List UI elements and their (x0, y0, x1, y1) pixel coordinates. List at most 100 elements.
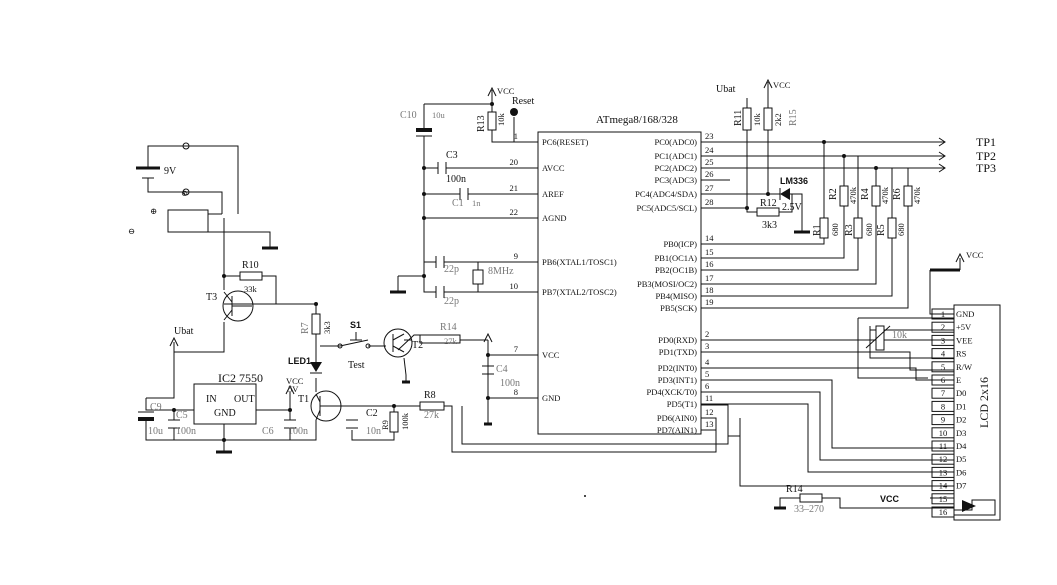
tp1-label: TP1 (976, 135, 996, 149)
r5-value: 680 (896, 223, 906, 236)
five-v-label: 5V (288, 384, 299, 394)
r9-resistor (389, 411, 399, 433)
mcu-pin-number: 22 (510, 207, 519, 217)
lcd-pin-name: GND (956, 309, 974, 319)
xtal-cap2-value: 22p (444, 296, 459, 307)
mcu-pin-number: 7 (514, 344, 518, 354)
plus-symbol: ⊕ (150, 206, 157, 216)
r4-ref: R4 (860, 188, 871, 200)
lcd-pin-box (931, 361, 955, 373)
c1-value: 1n (472, 198, 481, 208)
mcu-pin-name: GND (542, 393, 560, 403)
r4-resistor (871, 185, 881, 207)
mcu-chip: ATmega8/168/328 1PC6(RESET)20AVCC21AREF2… (510, 114, 716, 435)
mcu-pin-name: AGND (542, 213, 567, 223)
lcd-pin-box (931, 453, 955, 465)
lcd-pin-name: D0 (956, 388, 966, 398)
lcd-pin-box (931, 400, 955, 412)
r4-value: 470k (880, 186, 890, 204)
r15-value: 2k2 (773, 113, 783, 126)
lcd-pin-name: R/W (956, 362, 972, 372)
mcu-pin-name: PB4(MISO) (655, 291, 697, 301)
lcd-pin-number: 8 (941, 401, 945, 411)
lcd-pin-number: 16 (939, 507, 948, 517)
r10-value: 33k (244, 284, 258, 294)
mcu-pin-name: AREF (542, 189, 564, 199)
mcu-pin-name: PB7(XTAL2/TOSC2) (542, 287, 617, 297)
r6-resistor (903, 185, 913, 207)
lcd-pin-name: D7 (956, 481, 966, 491)
mcu-pin-number: 18 (705, 285, 714, 295)
r14b-ref: R14 (786, 484, 803, 495)
r2-resistor (839, 185, 849, 207)
ic2-gnd: GND (214, 408, 236, 419)
r11-value: 10k (752, 113, 762, 127)
c5-ref: C5 (176, 410, 188, 421)
lcd-pin-number: 9 (941, 415, 945, 425)
r3-resistor (853, 217, 863, 239)
r14a-value: 27k (444, 336, 458, 346)
c4-value: 100n (500, 378, 520, 389)
led1-diode (310, 362, 322, 372)
reset-pad (510, 108, 518, 116)
r9-value: 100k (400, 412, 410, 430)
mcu-pin-number: 12 (705, 407, 714, 417)
c10-value: 10u (432, 110, 446, 120)
c10-ref: C10 (400, 110, 417, 121)
mcu-pin-name: PC2(ADC2) (654, 163, 697, 173)
lcd-pin-box (931, 348, 955, 360)
c3-value: 100n (446, 174, 466, 185)
mcu-pin-number: 24 (705, 145, 714, 155)
r14a-resistor (419, 334, 461, 344)
r7-ref: R7 (300, 322, 311, 334)
r12-value: 3k3 (762, 220, 777, 231)
r15-resistor (763, 107, 773, 131)
lcd-pin-name: D5 (956, 454, 966, 464)
c10-capacitor (416, 128, 432, 132)
r13-value: 10k (496, 113, 506, 127)
mcu-pin-name: VCC (542, 350, 560, 360)
r10-ref: R10 (242, 260, 259, 271)
r5-ref: R5 (876, 224, 887, 236)
mcu-pin-name: PB5(SCK) (660, 303, 697, 313)
mcu-left-pins: 1PC6(RESET)20AVCC21AREF22AGND9PB6(XTAL1/… (510, 131, 617, 403)
r1-value: 680 (830, 223, 840, 236)
mcu-pin-number: 28 (705, 197, 714, 207)
lm336-ref: LM336 (780, 176, 808, 186)
r9-ref: R9 (380, 420, 390, 430)
ic2-out: OUT (234, 394, 255, 405)
mcu-pin-number: 15 (705, 247, 714, 257)
c2-value: 10n (366, 426, 381, 437)
mcu-pin-name: PD6(AIN0) (657, 413, 697, 423)
t1-ref: T1 (298, 394, 309, 405)
r3-ref: R3 (844, 224, 855, 236)
mcu-pin-name: PB0(ICP) (663, 239, 697, 249)
mcu-pin-name: AVCC (542, 163, 565, 173)
tp2-label: TP2 (976, 149, 996, 163)
mcu-pin-number: 20 (510, 157, 519, 167)
lcd-pin-number: 4 (941, 349, 946, 359)
tp3-label: TP3 (976, 161, 996, 175)
potentiometer-10k (875, 325, 885, 351)
lcd-pin-name: D1 (956, 401, 966, 411)
r3-value: 680 (864, 223, 874, 236)
mcu-pin-number: 16 (705, 259, 714, 269)
pot-value: 10k (892, 330, 907, 341)
r14a-ref: R14 (440, 322, 457, 333)
mcu-pin-name: PC1(ADC1) (654, 151, 697, 161)
c6-ref: C6 (262, 426, 274, 437)
lcd-pin-box (931, 321, 955, 333)
ic2-regulator (193, 383, 257, 425)
mcu-pin-name: PC5(ADC5/SCL) (637, 203, 698, 213)
r7-resistor (311, 313, 321, 335)
lcd-pin-number: 10 (939, 428, 948, 438)
mcu-pin-name: PD3(INT1) (658, 375, 697, 385)
mcu-pin-number: 19 (705, 297, 714, 307)
lcd-pin-number: 5 (941, 362, 945, 372)
r5-resistor (887, 217, 897, 239)
r10-resistor (239, 271, 263, 281)
r6-ref: R6 (892, 188, 903, 200)
r14b-value: 33–270 (794, 504, 824, 515)
mcu-pin-name: PB3(MOSI/OC2) (637, 279, 697, 289)
mcu-pin-number: 26 (705, 169, 714, 179)
